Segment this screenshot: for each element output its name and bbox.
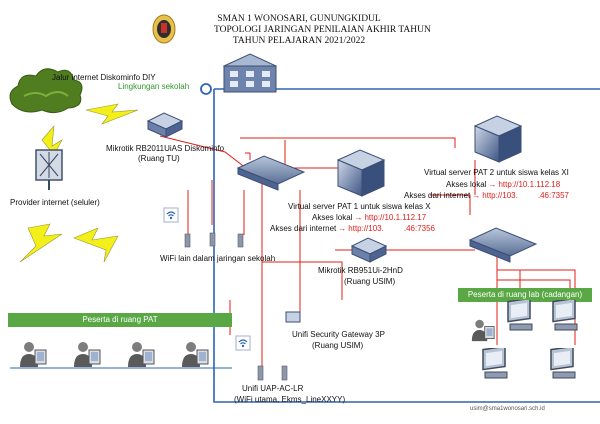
arrow-icon: → bbox=[354, 213, 363, 222]
peserta-pat-bar bbox=[8, 313, 232, 327]
server-pat2-lokal-label: Akses lokal bbox=[446, 180, 487, 189]
email-label: usim@sma1wonosari.sch.id bbox=[470, 406, 545, 412]
server-pat1-title: Virtual server PAT 1 untuk siswa kelas X bbox=[288, 202, 431, 211]
router-top-icon bbox=[146, 112, 184, 138]
lightning-icon bbox=[19, 103, 139, 263]
server-pat2-lokal: Akses lokal→http://10.1.112.18 bbox=[446, 180, 560, 190]
server-pat1-internet: Akses dari internet→http://103. .46:7356 bbox=[270, 224, 435, 234]
unifi-gateway-room: (Ruang USIM) bbox=[312, 341, 364, 350]
unifi-gateway-name: Unifi Security Gateway 3P bbox=[292, 330, 385, 339]
server-pat1-icon bbox=[336, 149, 386, 197]
arrow-icon: → bbox=[338, 224, 347, 233]
peserta-lab-label: Peserta di ruang lab (cadangan) bbox=[467, 290, 583, 299]
server-pat1-internet-url[interactable]: http://103. .46:7356 bbox=[348, 224, 435, 233]
title-line-1: SMAN 1 WONOSARI, GUNUNGKIDUL bbox=[217, 14, 381, 24]
server-pat2-title: Virtual server PAT 2 untuk siswa kelas X… bbox=[424, 168, 569, 177]
mikrotik-mid-room: (Ruang USIM) bbox=[344, 277, 396, 286]
switch-main-icon bbox=[236, 155, 306, 191]
school-boundary bbox=[213, 88, 600, 403]
school-boundary-end bbox=[200, 83, 212, 95]
server-pat2-internet: Akses dari internet→http://103. .46:7357 bbox=[404, 191, 569, 201]
mikrotik-top-room: (Ruang TU) bbox=[138, 154, 180, 163]
router-mid-icon bbox=[350, 237, 388, 263]
pat-users bbox=[19, 341, 209, 368]
unifi-ap-detail: (WiFi utama, Ekms_LineXXYY) bbox=[234, 395, 346, 404]
wifi-icon bbox=[163, 207, 179, 223]
switch-lab-icon bbox=[468, 227, 538, 263]
server-pat2-internet-label: Akses dari internet bbox=[404, 191, 471, 200]
peserta-pat-label: Peserta di ruang PAT bbox=[82, 315, 158, 324]
provider-label: Provider internet (seluler) bbox=[10, 198, 100, 207]
server-pat2-icon bbox=[473, 115, 523, 163]
access-point-icon bbox=[184, 232, 288, 381]
school-logo-icon bbox=[152, 14, 176, 44]
server-pat1-lokal: Akses lokal→http://10.1.112.17 bbox=[312, 213, 426, 223]
server-pat2-internet-url[interactable]: http://103. .46:7357 bbox=[482, 191, 569, 200]
lingkungan-label: Lingkungan sekolah bbox=[118, 82, 190, 91]
server-pat2-lokal-url[interactable]: http://10.1.112.18 bbox=[498, 180, 561, 189]
title-line-2: TOPOLOGI JARINGAN PENILAIAN AKHIR TAHUN bbox=[214, 25, 431, 35]
lab-workstations bbox=[471, 300, 578, 379]
server-building-icon bbox=[222, 53, 278, 93]
cell-tower-icon bbox=[35, 149, 63, 190]
server-pat1-internet-label: Akses dari internet bbox=[270, 224, 337, 233]
gateway-icon bbox=[285, 311, 301, 323]
internet-cloud-icon bbox=[9, 68, 83, 114]
unifi-ap-name: Unifi UAP-AC-LR bbox=[242, 384, 304, 393]
server-pat1-lokal-url[interactable]: http://10.1.112.17 bbox=[364, 213, 427, 222]
server-pat1-lokal-label: Akses lokal bbox=[312, 213, 353, 222]
arrow-icon: → bbox=[472, 191, 481, 200]
mikrotik-mid-name: Mikrotik RB951Ui-2HnD bbox=[318, 266, 403, 275]
jalur-internet-label: Jalur internet Diskominfo DIY bbox=[52, 73, 156, 82]
arrow-icon: → bbox=[488, 180, 497, 189]
peserta-lab-bar bbox=[458, 288, 592, 302]
wifi-lain-label: WiFi lain dalam jaringan sekolah bbox=[160, 254, 276, 263]
title-line-3: TAHUN PELAJARAN 2021/2022 bbox=[232, 36, 366, 46]
wifi-icon-2 bbox=[235, 335, 251, 351]
mikrotik-top-name: Mikrotik RB2011UiAS Diskominfo bbox=[106, 144, 225, 153]
